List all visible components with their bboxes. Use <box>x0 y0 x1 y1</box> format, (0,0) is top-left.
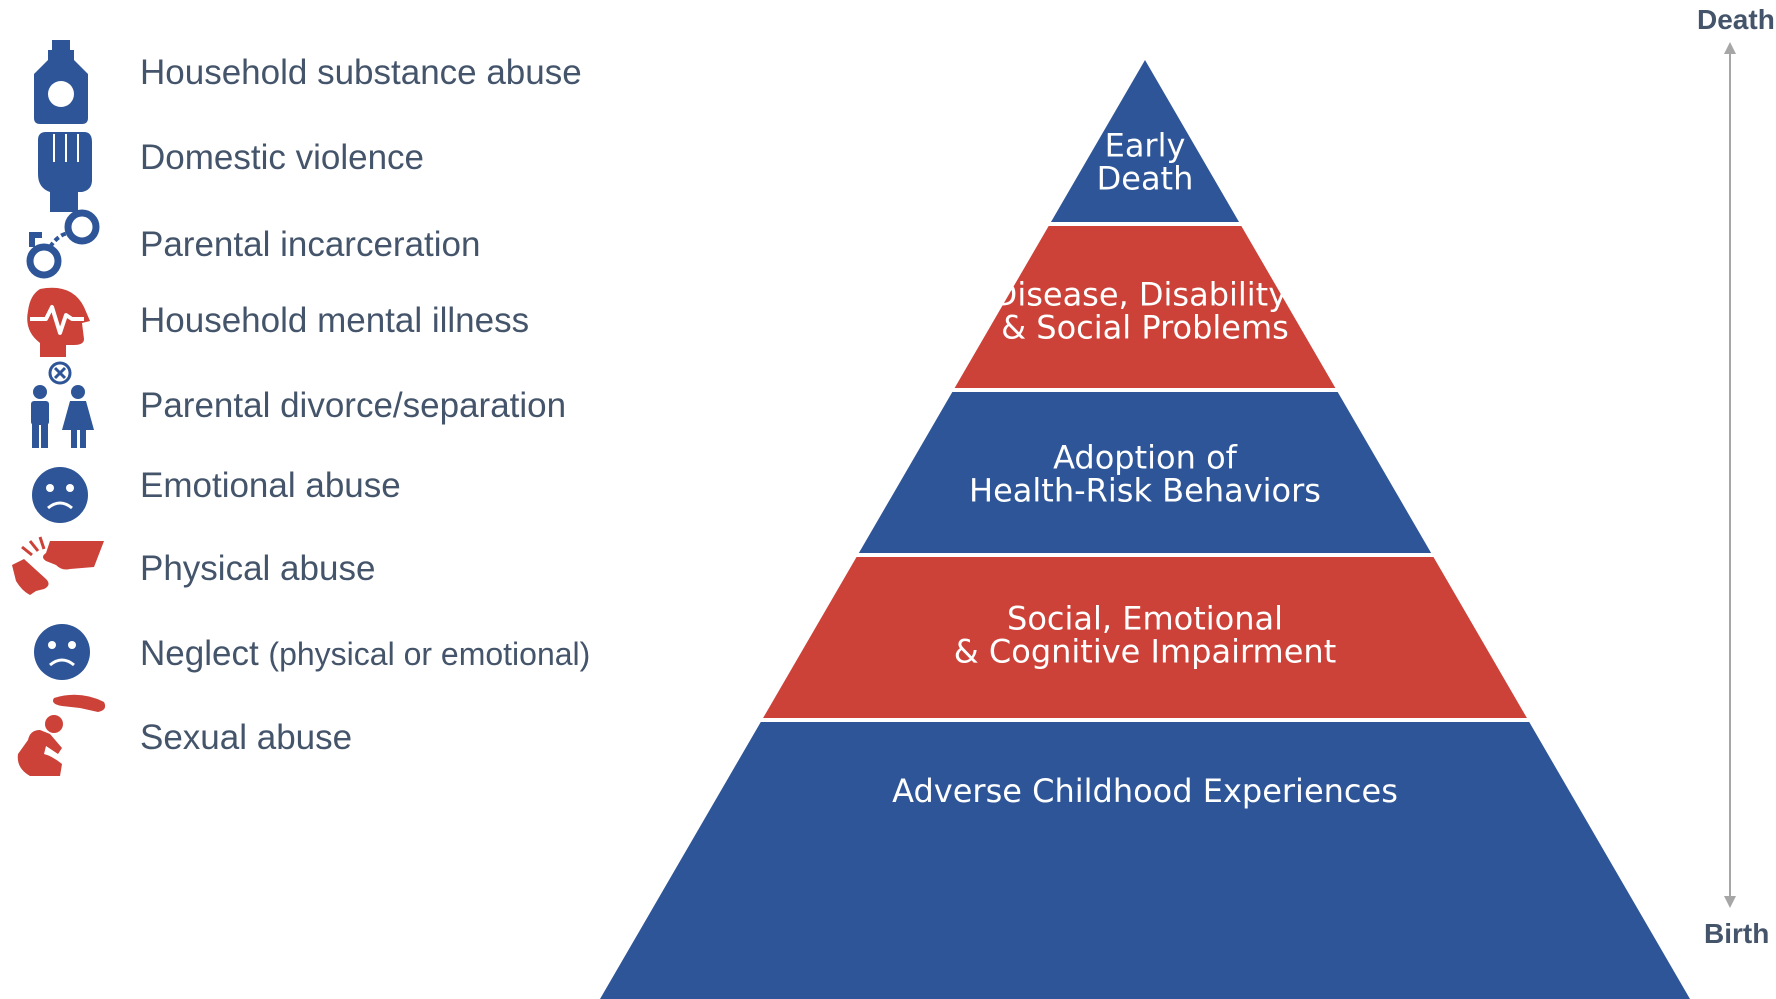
pyramid-tier-1-label: Early <box>1105 127 1186 165</box>
timeline-bottom-label: Birth <box>1704 918 1770 949</box>
ace-item-label-main: Neglect <box>140 634 259 673</box>
hitting-hand-icon <box>10 535 110 625</box>
bottle-icon <box>10 40 110 130</box>
ace-item-parental-divorce-separation: Parental divorce/separation <box>0 360 660 448</box>
pyramid-tier-3 <box>858 392 1432 553</box>
ace-item-physical-abuse: Physical abuse <box>0 535 660 615</box>
ace-item-label: Household substance abuse <box>140 53 582 92</box>
separated-couple-icon <box>10 360 110 450</box>
ace-item-label: Domestic violence <box>140 138 424 177</box>
pyramid-tier-2-label: Disease, Disability, <box>993 276 1298 314</box>
pyramid-tier-1-label: Death <box>1097 160 1194 198</box>
pyramid-tier-2 <box>954 226 1336 388</box>
timeline-arrow <box>1724 42 1736 908</box>
ace-item-household-mental-illness: Household mental illness <box>0 285 660 365</box>
pyramid-tier-1 <box>1050 60 1240 222</box>
ace-item-label: Emotional abuse <box>140 466 401 505</box>
ace-item-label: Parental divorce/separation <box>140 386 567 425</box>
ace-item-label-paren: (physical or emotional) <box>268 636 591 672</box>
ace-item-sexual-abuse: Sexual abuse <box>0 690 660 780</box>
ace-item-label: Sexual abuse <box>140 718 353 757</box>
ace-item-household-substance-abuse: Household substance abuse <box>0 40 660 124</box>
ace-item-label: Neglect (physical or emotional) <box>140 636 590 671</box>
pyramid-tier-2-label: & Social Problems <box>1001 309 1289 347</box>
pyramid-tier-5 <box>600 722 1690 999</box>
sad-face-icon <box>10 620 110 710</box>
ace-item-parental-incarceration: Parental incarceration <box>0 205 660 285</box>
pyramid-tier-5-label: Adverse Childhood Experiences <box>892 772 1398 810</box>
ace-item-domestic-violence: Domestic violence <box>0 128 660 212</box>
ace-item-label: Parental incarceration <box>140 225 481 264</box>
ace-item-neglect: Neglect (physical or emotional) <box>0 620 660 700</box>
handcuffs-icon <box>10 205 110 295</box>
pyramid-tier-4 <box>763 557 1527 718</box>
head-pulse-icon <box>10 285 110 375</box>
timeline-top-label: Death <box>1697 4 1775 35</box>
ace-item-label: Household mental illness <box>140 301 530 340</box>
pyramid-tier-3-label: Health-Risk Behaviors <box>969 472 1321 510</box>
pyramid-tier-4-label: & Cognitive Impairment <box>954 633 1336 671</box>
ace-item-label: Physical abuse <box>140 549 376 588</box>
fist-icon <box>10 128 110 218</box>
pyramid-tier-3-label: Adoption of <box>1053 439 1238 477</box>
ace-item-emotional-abuse: Emotional abuse <box>0 462 660 542</box>
crouching-child-icon <box>10 690 110 780</box>
pyramid-tier-4-label: Social, Emotional <box>1007 600 1283 638</box>
sad-face-icon <box>10 462 110 552</box>
